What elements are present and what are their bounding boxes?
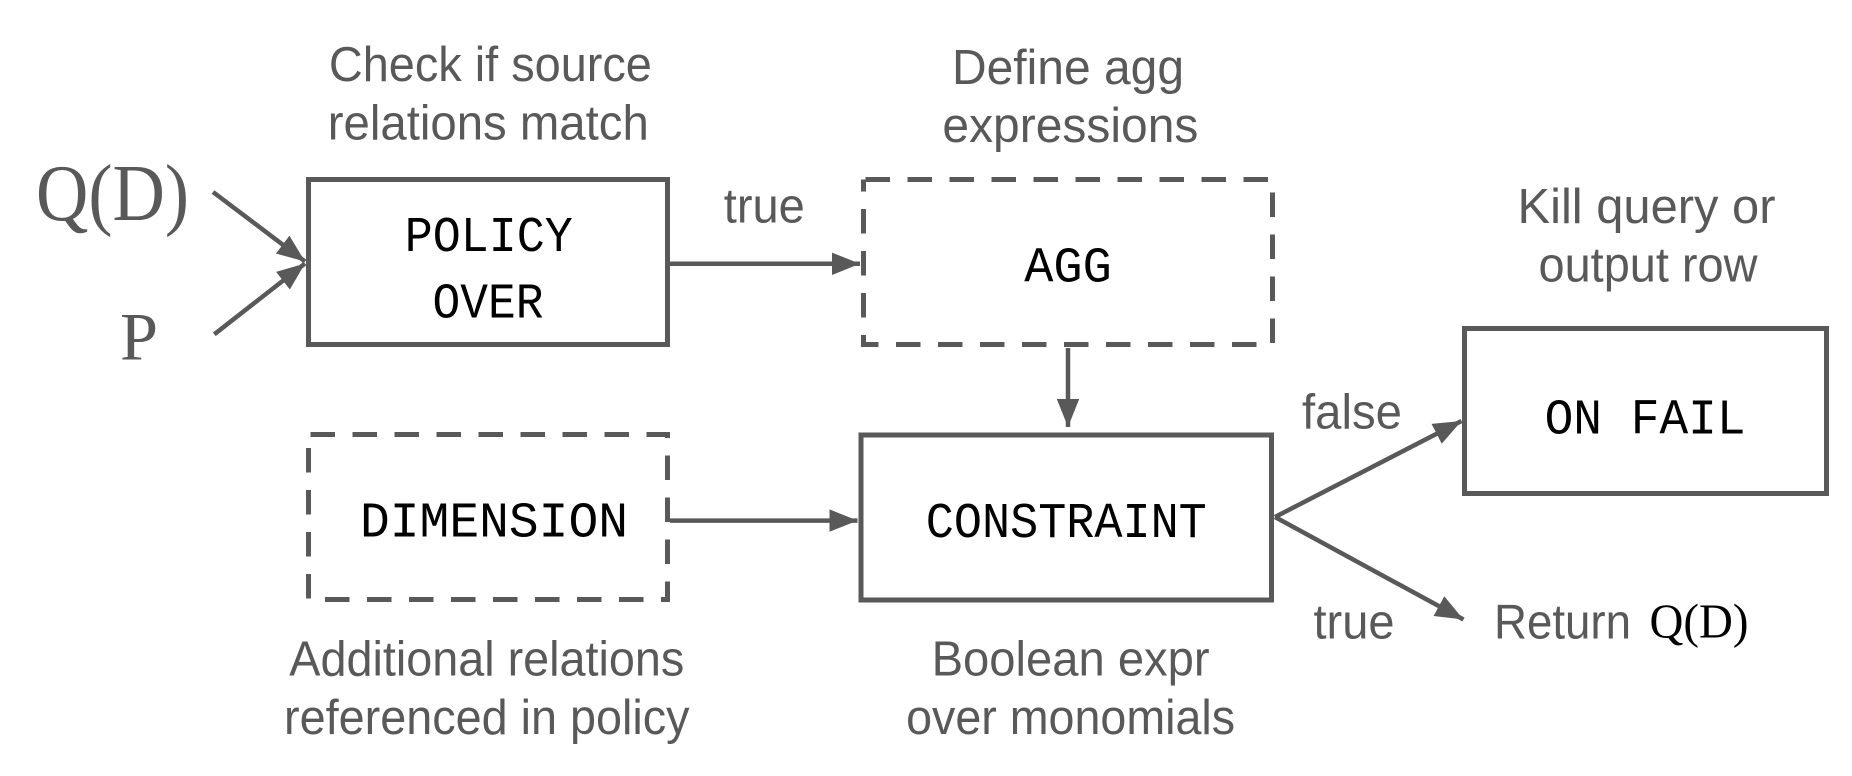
- svg-text:referenced in policy: referenced in policy: [284, 691, 690, 745]
- svg-text:Return: Return: [1494, 595, 1631, 649]
- svg-text:expressions: expressions: [942, 99, 1198, 153]
- svg-text:Check if source: Check if source: [329, 38, 652, 92]
- svg-text:Q(D): Q(D): [36, 150, 189, 238]
- svg-text:output row: output row: [1539, 239, 1759, 293]
- svg-text:CONSTRAINT: CONSTRAINT: [926, 496, 1207, 553]
- svg-text:true: true: [1314, 596, 1395, 650]
- svg-text:over monomials: over monomials: [906, 691, 1235, 745]
- svg-text:P: P: [120, 299, 158, 375]
- svg-text:Kill query or: Kill query or: [1518, 180, 1776, 234]
- svg-text:relations match: relations match: [328, 97, 649, 151]
- svg-text:Q(D): Q(D): [1650, 594, 1749, 649]
- svg-text:false: false: [1302, 386, 1402, 440]
- svg-text:Additional relations: Additional relations: [289, 632, 684, 686]
- svg-text:POLICY: POLICY: [405, 210, 573, 267]
- svg-text:Define agg: Define agg: [952, 41, 1184, 95]
- svg-text:ON FAIL: ON FAIL: [1545, 393, 1746, 450]
- svg-text:OVER: OVER: [433, 277, 544, 334]
- svg-text:AGG: AGG: [1024, 241, 1112, 298]
- svg-text:DIMENSION: DIMENSION: [360, 496, 628, 553]
- svg-text:Boolean expr: Boolean expr: [932, 632, 1210, 686]
- svg-text:true: true: [724, 180, 805, 234]
